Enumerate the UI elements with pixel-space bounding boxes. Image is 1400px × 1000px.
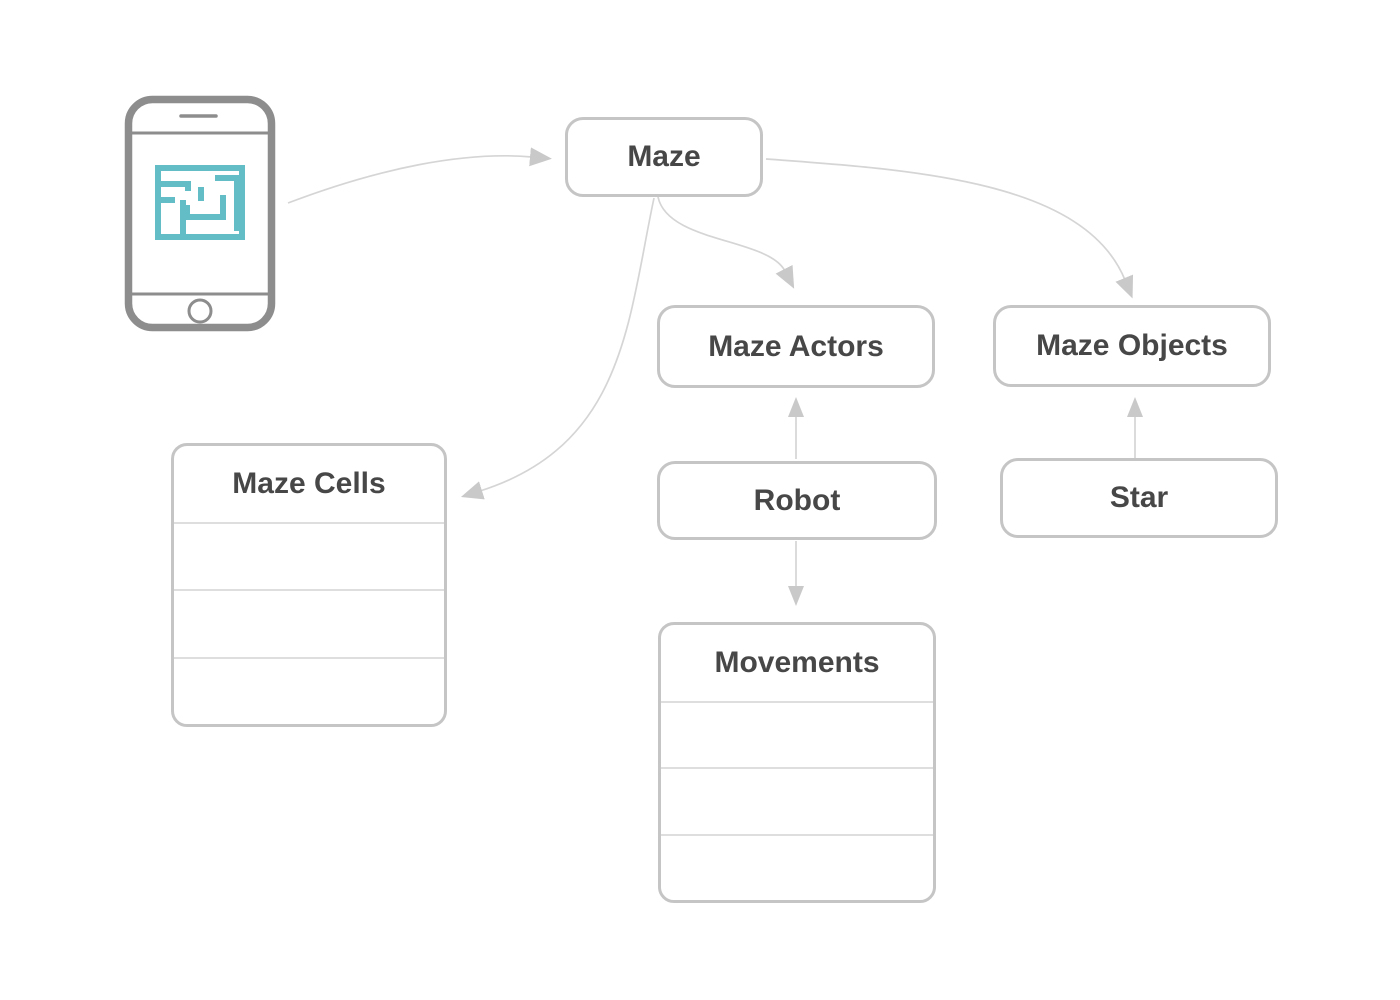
- home-button-icon: [187, 298, 213, 324]
- node-maze-objects-label: Maze Objects: [1036, 329, 1228, 362]
- table-row: [661, 833, 933, 900]
- node-robot: Robot: [657, 461, 937, 540]
- table-maze-cells: Maze Cells: [171, 443, 447, 727]
- table-movements-title: Movements: [714, 646, 880, 679]
- node-maze-actors: Maze Actors: [657, 305, 935, 388]
- edge-maze-to-maze-objects: [765, 158, 1134, 299]
- edge-maze-to-maze-cells: [460, 197, 655, 500]
- table-row: [661, 767, 933, 833]
- table-row: [174, 589, 444, 656]
- node-robot-label: Robot: [753, 483, 841, 517]
- phone-body: [124, 95, 276, 332]
- table-row: [174, 656, 444, 724]
- edge-maze-to-maze-actors: [657, 196, 795, 289]
- table-row: [174, 522, 444, 589]
- node-star: Star: [1000, 458, 1278, 538]
- node-maze: Maze: [565, 117, 763, 197]
- table-maze-cells-title: Maze Cells: [232, 467, 386, 500]
- node-maze-label: Maze: [627, 140, 701, 173]
- maze-icon: [155, 165, 245, 240]
- node-maze-actors-label: Maze Actors: [708, 329, 884, 363]
- phone-icon: [124, 95, 276, 332]
- node-star-label: Star: [1109, 481, 1169, 514]
- table-movements: Movements: [658, 622, 936, 903]
- edge-phone-to-maze: [287, 147, 552, 204]
- node-maze-objects: Maze Objects: [993, 305, 1271, 387]
- table-row: [661, 701, 933, 767]
